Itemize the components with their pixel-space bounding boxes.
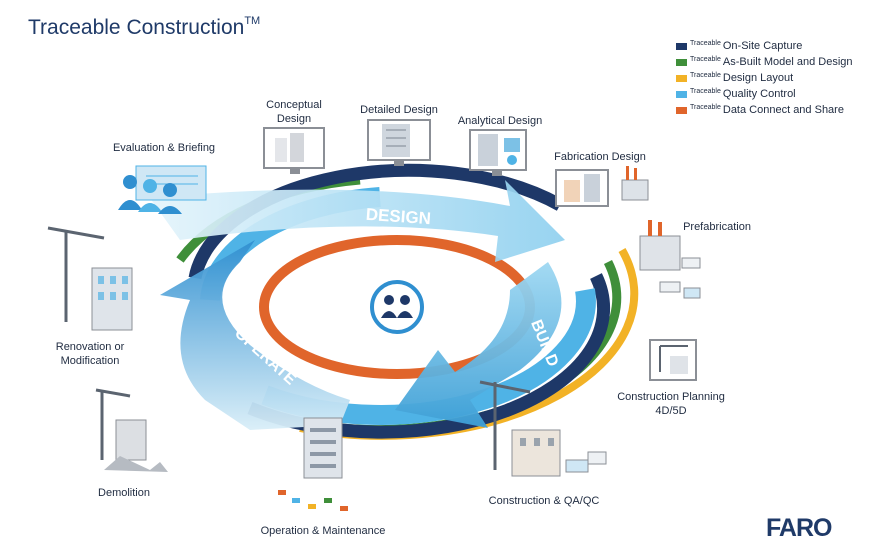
construction-planning-icon <box>649 339 697 381</box>
stage-operation-maintenance: Operation & Maintenance <box>260 525 386 537</box>
build-arrow <box>395 262 562 428</box>
legend-swatch <box>676 74 687 82</box>
design-label: DESIGN <box>365 205 431 229</box>
stage-label-line-2: 4D/5D <box>655 405 687 417</box>
construction-qa-icon <box>479 380 607 477</box>
legend-prefix: Traceable <box>690 87 721 95</box>
trademark-mark: TM <box>244 15 261 27</box>
page-title: Traceable ConstructionTM <box>28 15 261 40</box>
stage-label-line-2: Design <box>276 113 312 125</box>
faro-logo: FARO <box>766 514 832 542</box>
legend-item-design-layout: Traceable Design Layout <box>676 70 853 86</box>
legend-prefix: Traceable <box>690 55 721 63</box>
stage-evaluation-briefing: Evaluation & Briefing <box>112 142 216 154</box>
stage-label-line-1: Conceptual <box>266 99 322 111</box>
legend-item-quality-control: Traceable Quality Control <box>676 86 853 102</box>
stage-label-line-1: Renovation or <box>55 341 125 353</box>
legend-label: Data Connect and Share <box>722 104 844 116</box>
legend-item-onsite-capture: Traceable On-Site Capture <box>676 38 853 54</box>
stage-label-line-2: Modification <box>60 355 120 367</box>
legend-label: As-Built Model and Design <box>722 56 853 68</box>
prefabrication-icon <box>639 220 701 299</box>
legend-swatch <box>676 90 687 98</box>
design-arrow <box>150 180 565 262</box>
legend-label: Quality Control <box>722 88 796 100</box>
legend-label: On-Site Capture <box>722 40 803 52</box>
stage-detailed-design: Detailed Design <box>360 104 438 116</box>
stage-label-line-1: Construction Planning <box>617 391 725 403</box>
detailed-design-icon <box>367 119 431 166</box>
stage-analytical-design: Analytical Design <box>457 115 543 127</box>
analytical-design-icon <box>469 129 527 176</box>
stage-construction-planning: Construction Planning 4D/5D <box>606 390 736 418</box>
conceptual-design-icon <box>263 127 325 174</box>
legend-swatch <box>676 106 687 114</box>
operate-arrow <box>160 240 350 430</box>
fabrication-design-icon <box>555 166 649 207</box>
renovation-icon <box>47 226 133 331</box>
stage-conceptual-design: Conceptual Design <box>252 98 336 126</box>
stage-demolition: Demolition <box>98 487 150 499</box>
people-icon <box>370 280 424 334</box>
legend-swatch <box>676 58 687 66</box>
legend-prefix: Traceable <box>690 103 721 111</box>
legend-item-as-built: Traceable As-Built Model and Design <box>676 54 853 70</box>
operation-maintenance-icon <box>278 417 348 511</box>
legend-swatch <box>676 42 687 50</box>
stage-renovation: Renovation or Modification <box>40 340 140 368</box>
legend: Traceable On-Site Capture Traceable As-B… <box>676 38 853 118</box>
title-text: Traceable Construction <box>28 16 245 39</box>
legend-label: Design Layout <box>722 72 794 84</box>
stage-prefabrication: Prefabrication <box>683 221 751 233</box>
stage-fabrication-design: Fabrication Design <box>554 151 646 163</box>
legend-item-data-connect: Traceable Data Connect and Share <box>676 102 853 118</box>
demolition-icon <box>95 388 168 472</box>
legend-prefix: Traceable <box>690 39 721 47</box>
evaluation-briefing-icon <box>118 165 207 214</box>
legend-prefix: Traceable <box>690 71 721 79</box>
stage-construction-qa: Construction & QA/QC <box>488 495 600 507</box>
